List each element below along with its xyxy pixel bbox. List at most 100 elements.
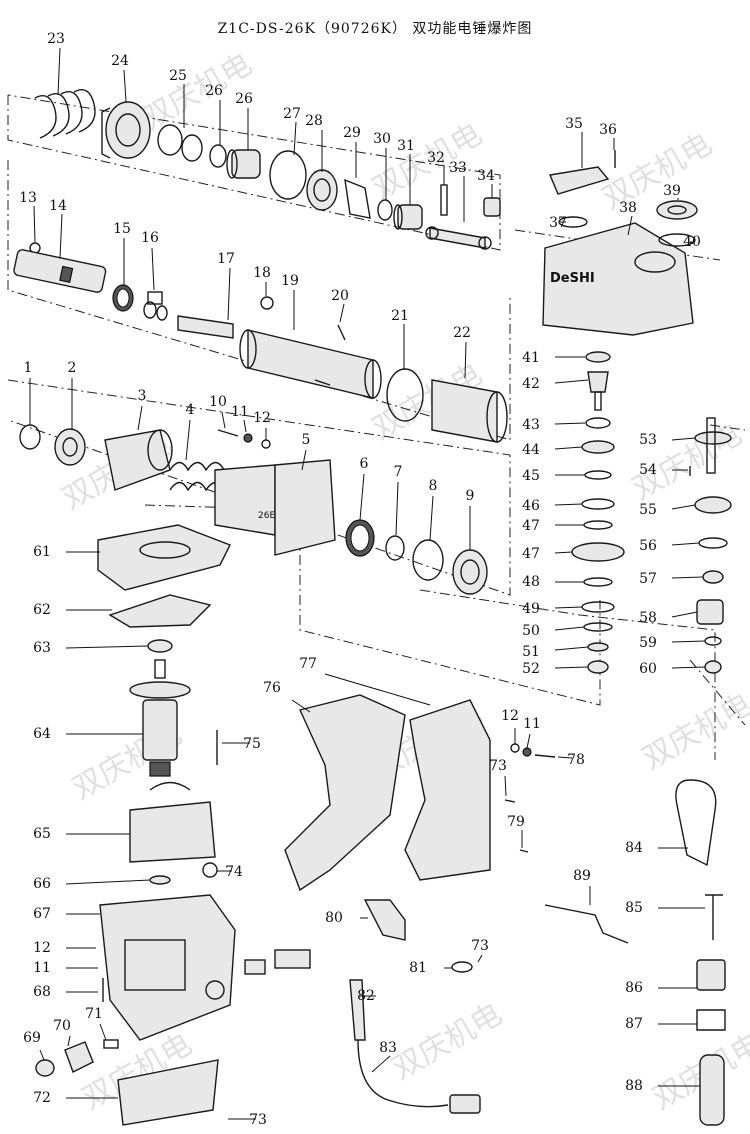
switch-assembly bbox=[244, 949, 311, 975]
body-label: 26E bbox=[258, 511, 275, 521]
part-63-bearing bbox=[147, 639, 173, 653]
shaft-assembly bbox=[689, 417, 732, 674]
callout-number: 19 bbox=[281, 273, 299, 289]
callout-number: 74 bbox=[225, 864, 243, 880]
callout-number: 62 bbox=[33, 602, 51, 618]
part-69-nut bbox=[35, 1059, 55, 1077]
part-89-depth-rod bbox=[544, 904, 629, 944]
callout-number: 14 bbox=[49, 198, 67, 214]
part-61-plate bbox=[97, 524, 231, 591]
callout-number: 9 bbox=[466, 488, 475, 504]
callout-number: 35 bbox=[565, 116, 583, 132]
part-84-strap bbox=[675, 779, 717, 867]
callout-number: 52 bbox=[522, 661, 540, 677]
part-23-spring bbox=[34, 89, 96, 139]
callout-leader bbox=[429, 495, 434, 541]
callout-number: 44 bbox=[522, 442, 540, 458]
callout-number: 46 bbox=[522, 498, 540, 514]
part-22-sleeve bbox=[431, 379, 508, 443]
callout-number: 25 bbox=[169, 68, 187, 84]
callout-number: 1 bbox=[24, 360, 33, 376]
callout-leader bbox=[99, 1023, 107, 1041]
callout-number: 21 bbox=[391, 308, 409, 324]
callout-number: 36 bbox=[599, 122, 617, 138]
callout-leader bbox=[671, 437, 696, 441]
callout-number: 12 bbox=[253, 410, 271, 426]
callout-number: 33 bbox=[449, 160, 467, 176]
callout-number: 24 bbox=[111, 53, 129, 69]
callout-number: 79 bbox=[507, 814, 525, 830]
callout-number: 61 bbox=[33, 544, 51, 560]
callout-number: 82 bbox=[357, 988, 375, 1004]
callout-leader bbox=[137, 405, 143, 431]
callout-leader bbox=[554, 606, 583, 609]
part-28-ring bbox=[269, 150, 307, 200]
part-14-tool-holder bbox=[13, 249, 107, 293]
callout-number: 10 bbox=[209, 394, 227, 410]
callout-number: 11 bbox=[523, 716, 541, 732]
callout-leader bbox=[671, 611, 698, 618]
brand-label: DeSHI bbox=[550, 271, 595, 286]
callout-leader bbox=[371, 1055, 391, 1073]
callout-leader bbox=[359, 473, 365, 521]
callout-number: 54 bbox=[639, 462, 657, 478]
callout-leader bbox=[504, 775, 507, 797]
part-8-ring bbox=[412, 539, 444, 581]
callout-number: 26 bbox=[235, 91, 253, 107]
callout-number: 47 bbox=[522, 518, 540, 534]
callout-number: 23 bbox=[47, 31, 65, 47]
callout-number: 40 bbox=[683, 234, 701, 250]
part-12-washer bbox=[261, 439, 271, 449]
part-67-motor-housing bbox=[99, 894, 236, 1041]
handle-fasteners bbox=[504, 743, 556, 853]
callout-number: 5 bbox=[302, 432, 311, 448]
callout-number: 39 bbox=[663, 183, 681, 199]
callout-leader bbox=[33, 205, 36, 243]
callout-leader bbox=[185, 419, 191, 461]
callout-number: 64 bbox=[33, 726, 51, 742]
part-17-striker bbox=[177, 315, 234, 339]
callout-number: 42 bbox=[522, 376, 540, 392]
callout-number: 43 bbox=[522, 417, 540, 433]
part-32-pin bbox=[440, 184, 448, 216]
part-39-bearing bbox=[656, 200, 698, 220]
part-87-clip bbox=[696, 1009, 726, 1031]
callout-number: 69 bbox=[23, 1030, 41, 1046]
part-25-circlips bbox=[157, 124, 203, 162]
callout-number: 55 bbox=[639, 502, 657, 518]
callout-leader bbox=[671, 542, 700, 546]
callout-number: 37 bbox=[549, 215, 567, 231]
part-10-screw bbox=[217, 429, 239, 437]
part-24-gear-collar bbox=[101, 101, 151, 159]
callout-number: 71 bbox=[85, 1006, 103, 1022]
part-3-collar bbox=[104, 429, 173, 491]
part-9-bearing bbox=[452, 549, 488, 595]
part-38-gear-housing: DeSHI bbox=[542, 222, 694, 336]
callout-number: 48 bbox=[522, 574, 540, 590]
callout-number: 30 bbox=[373, 131, 391, 147]
part-5-front-housing: 26E bbox=[214, 459, 336, 556]
callout-number: 13 bbox=[19, 190, 37, 206]
part-20-pin bbox=[314, 324, 346, 386]
callout-leader bbox=[227, 267, 231, 321]
callout-number: 8 bbox=[429, 478, 438, 494]
callout-number: 47 bbox=[522, 546, 540, 562]
callout-number: 58 bbox=[639, 610, 657, 626]
gear-stack bbox=[571, 351, 625, 674]
callout-number: 85 bbox=[625, 900, 643, 916]
callout-number: 17 bbox=[217, 251, 235, 267]
callout-number: 38 bbox=[619, 200, 637, 216]
part-76-handle-left bbox=[284, 694, 406, 892]
callout-leader bbox=[554, 379, 589, 384]
callout-number: 77 bbox=[299, 656, 317, 672]
callout-leader bbox=[57, 47, 61, 96]
callout-number: 15 bbox=[113, 221, 131, 237]
part-71-pin bbox=[103, 1039, 119, 1049]
callout-number: 31 bbox=[397, 138, 415, 154]
callout-number: 27 bbox=[283, 106, 301, 122]
part-1-circlip bbox=[19, 424, 41, 450]
part-26b-washer bbox=[377, 199, 393, 221]
part-33-connecting-rod bbox=[425, 226, 492, 250]
callout-number: 4 bbox=[186, 402, 195, 418]
